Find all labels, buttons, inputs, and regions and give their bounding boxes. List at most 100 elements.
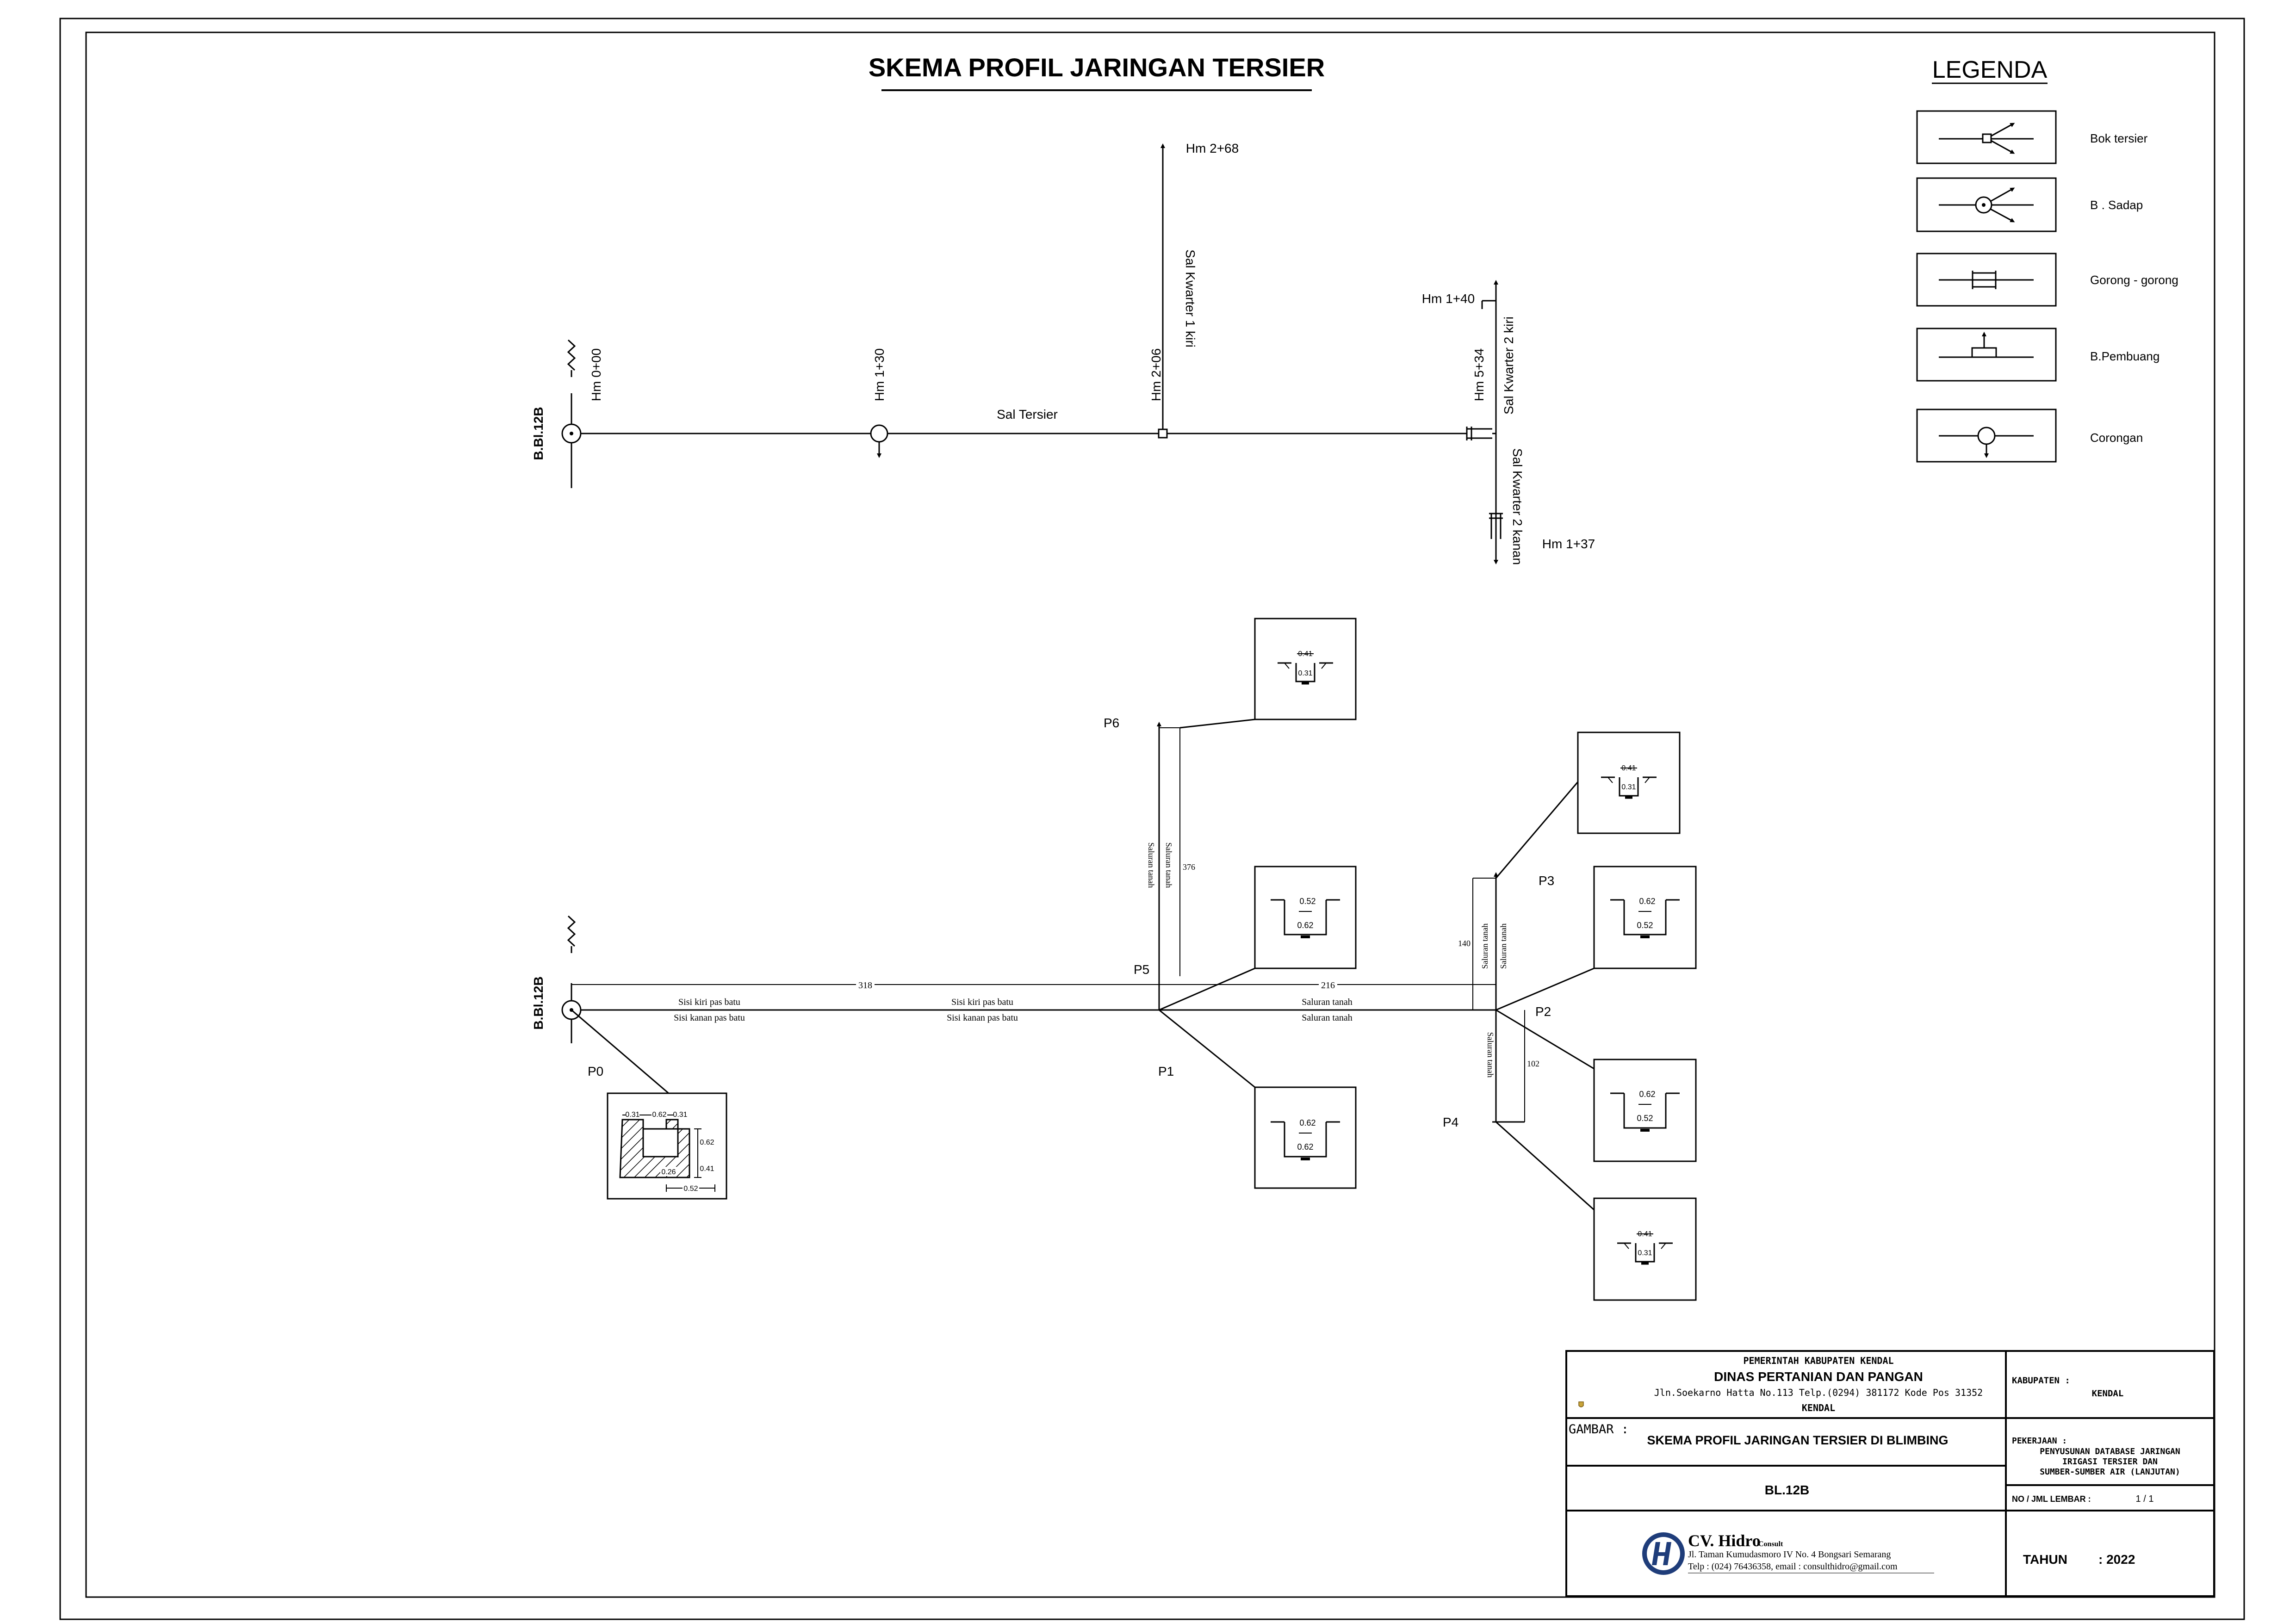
- station-label: Hm 1+40: [1422, 291, 1475, 306]
- legend-label: Corongan: [2090, 431, 2143, 445]
- channel-label: Sal Kwarter 1 kiri: [1183, 249, 1198, 347]
- dept-city: KENDAL: [1802, 1402, 1835, 1413]
- regency-emblem-icon: [1578, 1401, 1584, 1407]
- station-label: Hm 0+00: [589, 348, 603, 401]
- title-block: PEMERINTAH KABUPATEN KENDAL DINAS PERTAN…: [1565, 1350, 2215, 1597]
- gorong-gorong-icon: [1489, 513, 1503, 539]
- gov-name: PEMERINTAH KABUPATEN KENDAL: [1743, 1355, 1893, 1366]
- cross-section-p6: 0.41 0.31: [1254, 618, 1357, 720]
- leader-line: [1496, 1009, 1595, 1070]
- dimension-label: 0.52: [1299, 897, 1316, 906]
- point-label: P2: [1535, 1004, 1551, 1019]
- section-note: Sisi kanan pas batu: [674, 1013, 745, 1023]
- field-label: TAHUN: [2023, 1552, 2067, 1567]
- leader-line: [1495, 781, 1579, 879]
- leader-line: [1179, 719, 1255, 729]
- dimension-label: 0.31: [625, 1111, 639, 1119]
- year-value: : 2022: [2098, 1552, 2135, 1567]
- leader-line: [1159, 1009, 1255, 1088]
- cross-section-p3-lower: 0.62 0.52: [1593, 866, 1697, 969]
- point-label: P6: [1104, 716, 1119, 730]
- channel-label: Sal Tersier: [997, 407, 1058, 421]
- dimension-label: 0.52: [1637, 921, 1653, 930]
- dimension-label: 0.41: [1621, 764, 1636, 772]
- source-label: B.Bl.12B: [531, 407, 546, 460]
- section-note: Saluran tanah: [1147, 842, 1156, 888]
- section-note: Sisi kiri pas batu: [678, 997, 740, 1007]
- corongan-icon: [1916, 409, 2057, 463]
- cross-section-p5: 0.52 0.62: [1254, 866, 1357, 969]
- dimension-label: 0.31: [1621, 783, 1636, 791]
- point-label: P1: [1158, 1064, 1174, 1078]
- dimension-label: 0.62: [1639, 897, 1655, 906]
- channel-label: Sal Kwarter 2 kanan: [1510, 448, 1525, 565]
- length-label: 102: [1527, 1059, 1539, 1068]
- dimension-label: 0.26: [661, 1168, 676, 1176]
- project-name: SUMBER-SUMBER AIR (LANJUTAN): [2040, 1467, 2180, 1477]
- station-label: Hm 5+34: [1472, 348, 1486, 401]
- dimension-label: 0.62: [652, 1111, 666, 1119]
- cross-section-p0: 0.31 0.62 0.31 0.62 0.41 0.26 0.52: [607, 1092, 727, 1200]
- channel-label: Sal Kwarter 2 kiri: [1502, 316, 1516, 415]
- source-label: B.Bl.12B: [531, 976, 546, 1029]
- length-label: 376: [1183, 862, 1195, 872]
- drawing-title: SKEMA PROFIL JARINGAN TERSIER DI BLIMBIN…: [1647, 1433, 1948, 1447]
- bangunan-pembuang-icon: [1916, 328, 2057, 382]
- length-label: 140: [1458, 939, 1471, 948]
- dept-address: Jln.Soekarno Hatta No.113 Telp.(0294) 38…: [1654, 1387, 1983, 1398]
- legend: LEGENDA Bok tersier B . Sadap G: [1916, 56, 2178, 463]
- legend-label: B . Sadap: [2090, 198, 2143, 212]
- section-note: Saluran tanah: [1164, 842, 1173, 888]
- drawing-code: BL.12B: [1765, 1483, 1809, 1497]
- dimension-label: 0.62: [1297, 1142, 1313, 1152]
- dimension-label: 0.41: [1638, 1230, 1652, 1238]
- section-note: Saluran tanah: [1302, 997, 1352, 1007]
- point-label: P5: [1134, 962, 1149, 977]
- dimension-label: 0.62: [1297, 921, 1313, 930]
- section-note: Saluran tanah: [1302, 1013, 1352, 1023]
- project-name: IRIGASI TERSIER DAN: [2062, 1457, 2158, 1467]
- field-label: PEKERJAAN :: [2012, 1436, 2067, 1446]
- cross-section-p3-upper: 0.41 0.31: [1577, 731, 1681, 834]
- project-name: PENYUSUNAN DATABASE JARINGAN: [2040, 1447, 2180, 1456]
- leader-line: [1496, 967, 1595, 1011]
- dimension-label: 0.41: [1298, 650, 1312, 658]
- station-label: Hm 2+68: [1186, 141, 1239, 155]
- cross-section-p4: 0.41 0.31: [1593, 1197, 1697, 1301]
- network-scheme: B.Bl.12B Hm 0+00 Sal Tersier Hm 1+30 Hm …: [531, 141, 1595, 565]
- kabupaten-value: KENDAL: [2092, 1388, 2124, 1399]
- consultant-contact: Telp : (024) 76436358, email : consulthi…: [1688, 1561, 1898, 1572]
- dimension-label: 0.31: [1298, 669, 1312, 677]
- field-label: GAMBAR :: [1569, 1422, 1629, 1437]
- bangunan-sadap-icon: [1916, 177, 2057, 232]
- gorong-gorong-icon: [1916, 253, 2057, 307]
- consultant-address: Jl. Taman Kumudasmoro IV No. 4 Bongsari …: [1688, 1549, 1891, 1560]
- legend-label: Bok tersier: [2090, 131, 2148, 145]
- point-label: P3: [1539, 873, 1554, 888]
- gorong-gorong-icon: [1466, 427, 1492, 440]
- station-label: Hm 1+37: [1542, 537, 1595, 551]
- legend-label: Gorong - gorong: [2090, 273, 2178, 287]
- station-label: Hm 1+30: [872, 348, 887, 401]
- length-label: 318: [858, 980, 872, 991]
- dimension-label: 0.52: [683, 1185, 698, 1193]
- section-note: Sisi kiri pas batu: [951, 997, 1013, 1007]
- sheet-number: 1 / 1: [2136, 1494, 2154, 1504]
- bok-tersier-icon: [1158, 428, 1168, 439]
- cross-section-p2: 0.62 0.52: [1593, 1059, 1697, 1162]
- leader-line: [1495, 1121, 1595, 1211]
- length-label: 216: [1321, 980, 1335, 991]
- profile-scheme: B.Bl.12B 318 216 Sisi kiri pas batu Sisi…: [531, 618, 1697, 1301]
- bok-tersier-icon: [1916, 110, 2057, 164]
- section-note: Saluran tanah: [1480, 923, 1489, 969]
- cross-section-p1: 0.62 0.62: [1254, 1086, 1357, 1189]
- leader-line: [1159, 967, 1255, 1011]
- dimension-label: 0.62: [700, 1139, 714, 1146]
- page-title: SKEMA PROFIL JARINGAN TERSIER: [869, 53, 1325, 82]
- dimension-label: 0.31: [1638, 1249, 1652, 1257]
- dimension-label: 0.62: [1639, 1090, 1655, 1099]
- section-note: Sisi kanan pas batu: [947, 1013, 1018, 1023]
- inner-frame: [85, 31, 2215, 1598]
- section-note: Saluran tanah: [1486, 1032, 1495, 1078]
